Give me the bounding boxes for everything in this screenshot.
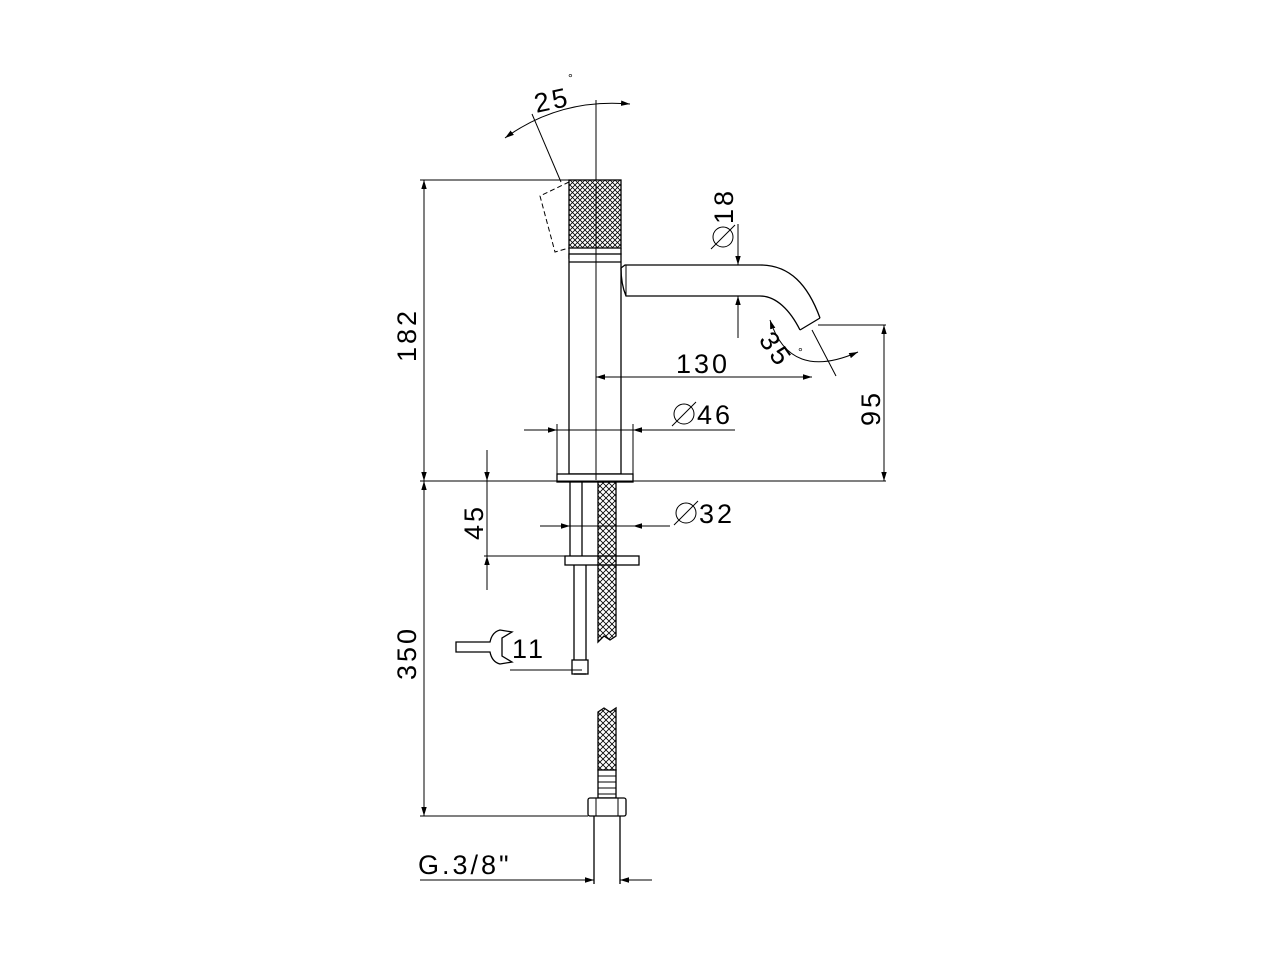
- dim-spout-height: 95: [856, 390, 886, 426]
- handle-rotated-outline: [539, 181, 570, 253]
- dim-hose-length: 350: [392, 626, 422, 680]
- dim-wrench-size: 11: [512, 634, 546, 664]
- body-column: [568, 253, 622, 475]
- tap-body: [539, 179, 634, 483]
- spout: [620, 264, 821, 331]
- dim-spout-reach: 130: [676, 349, 730, 379]
- degree-symbol-spout: °: [798, 345, 803, 359]
- dim-height-total: 182: [392, 308, 422, 362]
- diameter-icon: [710, 224, 736, 250]
- dim-handle-angle: 25: [531, 82, 572, 119]
- dim-shank-length: 45: [459, 504, 489, 540]
- dim-shank-diameter: 32: [699, 499, 735, 529]
- wrench-icon: [455, 629, 514, 665]
- shank-assembly: [564, 481, 640, 884]
- base-ring: [556, 473, 634, 483]
- dim-spout-angle: 35: [753, 326, 798, 373]
- diameter-icon: [671, 401, 697, 427]
- braided-hose-upper: [597, 481, 617, 644]
- dim-body-diameter: 46: [697, 400, 733, 430]
- hex-nut: [587, 797, 627, 817]
- dim-spout-diameter: 18: [709, 188, 739, 224]
- braided-hose-lower: [597, 706, 617, 771]
- diameter-icon: [673, 500, 699, 526]
- dim-connection-thread: G.3/8": [418, 850, 512, 880]
- dimension-lines: [420, 100, 887, 883]
- knurled-handle: [568, 179, 622, 249]
- degree-symbol-handle: °: [568, 71, 573, 85]
